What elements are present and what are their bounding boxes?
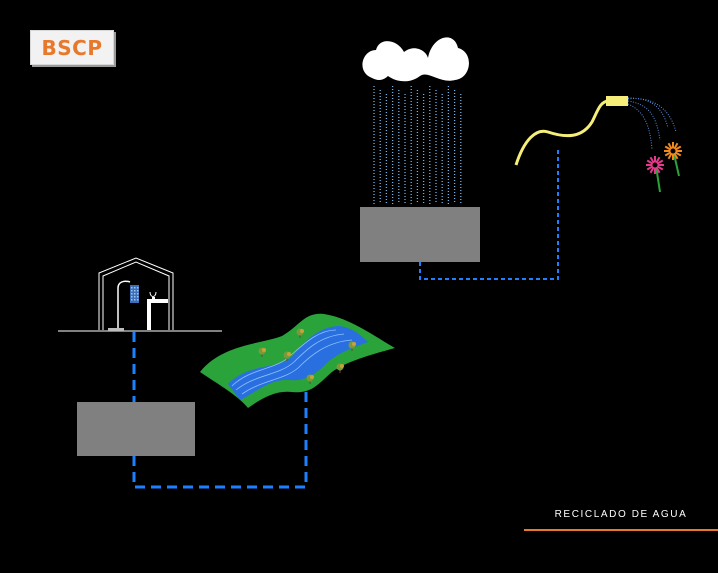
pipe-icon: [419, 150, 559, 280]
tree: [283, 351, 291, 361]
flower-icon: [646, 142, 682, 193]
shower-drop: [134, 299, 136, 301]
house-icon: [98, 257, 174, 330]
shower-icon: [117, 280, 139, 329]
water-spray: [627, 97, 677, 151]
tree-icon: [258, 328, 356, 384]
shower-drop: [134, 287, 136, 289]
flower-center: [670, 148, 676, 154]
shower-drop: [131, 287, 133, 289]
shower-drop: [137, 299, 139, 301]
house-base: [108, 328, 124, 331]
tree: [258, 347, 266, 357]
shower-drop: [137, 290, 139, 292]
caption-text: RECICLADO DE AGUA: [554, 509, 688, 520]
shower-drop: [131, 293, 133, 295]
pipe-tank-to-river: [132, 388, 308, 489]
shower-drop: [137, 296, 139, 298]
cloud-icon: [362, 37, 469, 82]
bscp-logo: BSCP: [30, 30, 114, 65]
shower-drop: [134, 296, 136, 298]
tree: [348, 341, 356, 351]
shower-drop: [137, 287, 139, 289]
shower-drop: [131, 290, 133, 292]
upper-tank: [360, 207, 480, 262]
diagram-caption: RECICLADO DE AGUA: [524, 509, 718, 531]
shower-drop: [134, 293, 136, 295]
hose-nozzle: [606, 96, 628, 106]
shower-drop: [131, 299, 133, 301]
shower-drop: [134, 290, 136, 292]
rain-icon: [373, 86, 462, 204]
tree: [296, 328, 304, 338]
river-icon: [228, 326, 368, 400]
caption-underline: [524, 529, 718, 531]
tree: [336, 363, 344, 373]
flower-center: [652, 162, 658, 168]
shower-drop: [137, 293, 139, 295]
faucet-icon: [147, 291, 168, 330]
logo-text: BSCP: [41, 35, 103, 60]
shower-drop: [131, 296, 133, 298]
lower-tank: [77, 402, 195, 456]
tree: [306, 374, 314, 384]
garden-hose-icon: [514, 99, 609, 166]
